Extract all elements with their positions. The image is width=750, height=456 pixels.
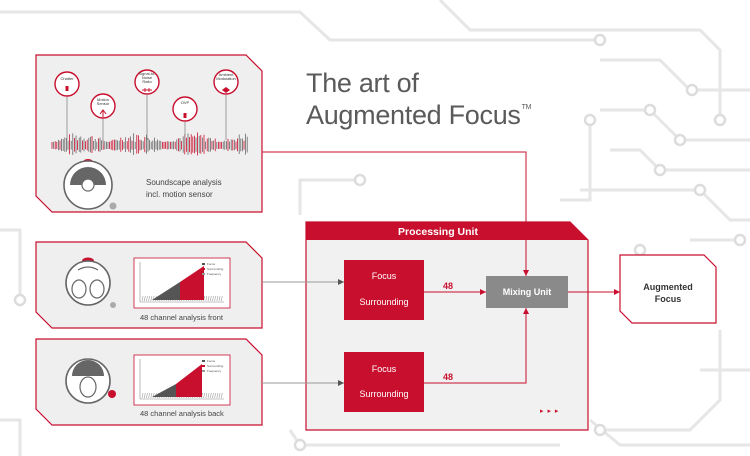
background-circuit-nodes: [13, 33, 747, 452]
spectrum-tick: [207, 392, 210, 399]
focus-block-top-focus-label: Focus: [371, 271, 397, 281]
back-spectrum-chart: [133, 354, 231, 406]
spectrum-tick: [212, 295, 214, 302]
spectrum-tick: [141, 392, 144, 399]
spectrum-tick: [216, 392, 219, 399]
spectrum-tick: [216, 295, 219, 302]
spectrum-tick: [152, 295, 155, 302]
spectrum-tick: [205, 392, 208, 399]
trademark-mark: TM: [521, 104, 532, 111]
spectrum-tick: [150, 295, 153, 302]
spectrum-tick: [148, 392, 150, 399]
spectrum-tick: [150, 392, 153, 399]
channel-count-top: 48: [443, 281, 454, 291]
spectrum-tick: [218, 295, 221, 302]
spectrum-tick: [146, 392, 148, 399]
pin-ovp: [172, 96, 198, 146]
processing-unit-header: [306, 222, 588, 240]
soundscape-caption-line-2: incl. motion sensor: [146, 190, 213, 199]
output-label-line-2: Focus: [654, 294, 682, 304]
pin-ambient-modulation: [213, 69, 239, 140]
arrow-heads: [338, 270, 620, 386]
back-legend-surrounding: Surrounding: [207, 364, 224, 368]
spectrum-tick: [205, 295, 208, 302]
spectrum-tick: [220, 295, 223, 302]
mixing-unit-label: Mixing Unit: [502, 287, 552, 297]
front-analysis-caption: 48 channel analysis front: [140, 313, 223, 322]
spectrum-tick: [207, 295, 210, 302]
output-label-line-1: Augmented: [643, 282, 693, 292]
focus-block-top-surrounding-label: Surrounding: [359, 297, 409, 307]
pin-chatter: [54, 71, 80, 140]
focus-block-bottom-focus-label: Focus: [371, 364, 397, 374]
soundscape-caption-line-1: Soundscape analysis: [146, 178, 222, 187]
spectrum-tick: [209, 295, 212, 302]
pin-label-ambient-modulation: Ambient Modulation: [216, 72, 236, 81]
front-legend-focus: Focus: [207, 262, 216, 266]
spectrum-tick: [212, 392, 214, 399]
processing-unit-title: Processing Unit: [398, 226, 478, 238]
mixing-unit-block: [486, 276, 568, 308]
connection-lines: [262, 151, 620, 384]
pin-label-ovp: OVP: [180, 100, 190, 105]
head-front-icon: [65, 257, 116, 308]
spectrum-tick: [203, 295, 205, 302]
focus-block-top: [344, 260, 424, 320]
pin-label-chatter: Chatter: [60, 76, 74, 81]
spectrum-tick: [214, 295, 216, 302]
back-analysis-caption: 48 channel analysis back: [140, 409, 224, 418]
spectrum-tick: [141, 295, 144, 302]
head-back-icon: [65, 358, 116, 404]
pin-snr: [134, 69, 160, 140]
front-legend-surrounding: Surrounding: [207, 267, 224, 271]
focus-block-bottom-surrounding-label: Surrounding: [359, 389, 409, 399]
processing-unit-arrows: ▸ ▸ ▸: [540, 408, 560, 415]
headline-line-2-text: Augmented Focus: [306, 100, 521, 130]
pin-label-snr: Signal-to-Noise Ratio: [138, 71, 156, 84]
spectrum-tick: [218, 392, 221, 399]
spectrum-tick: [203, 392, 205, 399]
spectrum-tick: [209, 392, 212, 399]
spectrum-tick: [143, 392, 146, 399]
front-spectrum-chart: [133, 257, 231, 309]
front-legend-frequency: Frequency: [207, 272, 222, 276]
spectrum-tick: [152, 392, 155, 399]
headline-line-2: Augmented FocusTM: [306, 100, 531, 131]
pin-motion-sensor: [90, 93, 116, 145]
spectrum-tick: [148, 295, 150, 302]
focus-block-bottom: [344, 352, 424, 412]
spectrum-tick: [146, 295, 148, 302]
pin-label-motion-sensor: Motion Sensor: [96, 97, 110, 106]
spectrum-tick: [220, 392, 223, 399]
augmented-focus-output-box: [619, 254, 717, 324]
back-legend-frequency: Frequency: [207, 369, 222, 373]
channel-count-bottom: 48: [443, 372, 454, 382]
headline-line-1: The art of: [306, 68, 419, 98]
spectrum-tick: [143, 295, 146, 302]
spectrum-tick: [214, 392, 216, 399]
back-legend-focus: Focus: [207, 359, 216, 363]
head-top-view-icon: [63, 159, 117, 210]
